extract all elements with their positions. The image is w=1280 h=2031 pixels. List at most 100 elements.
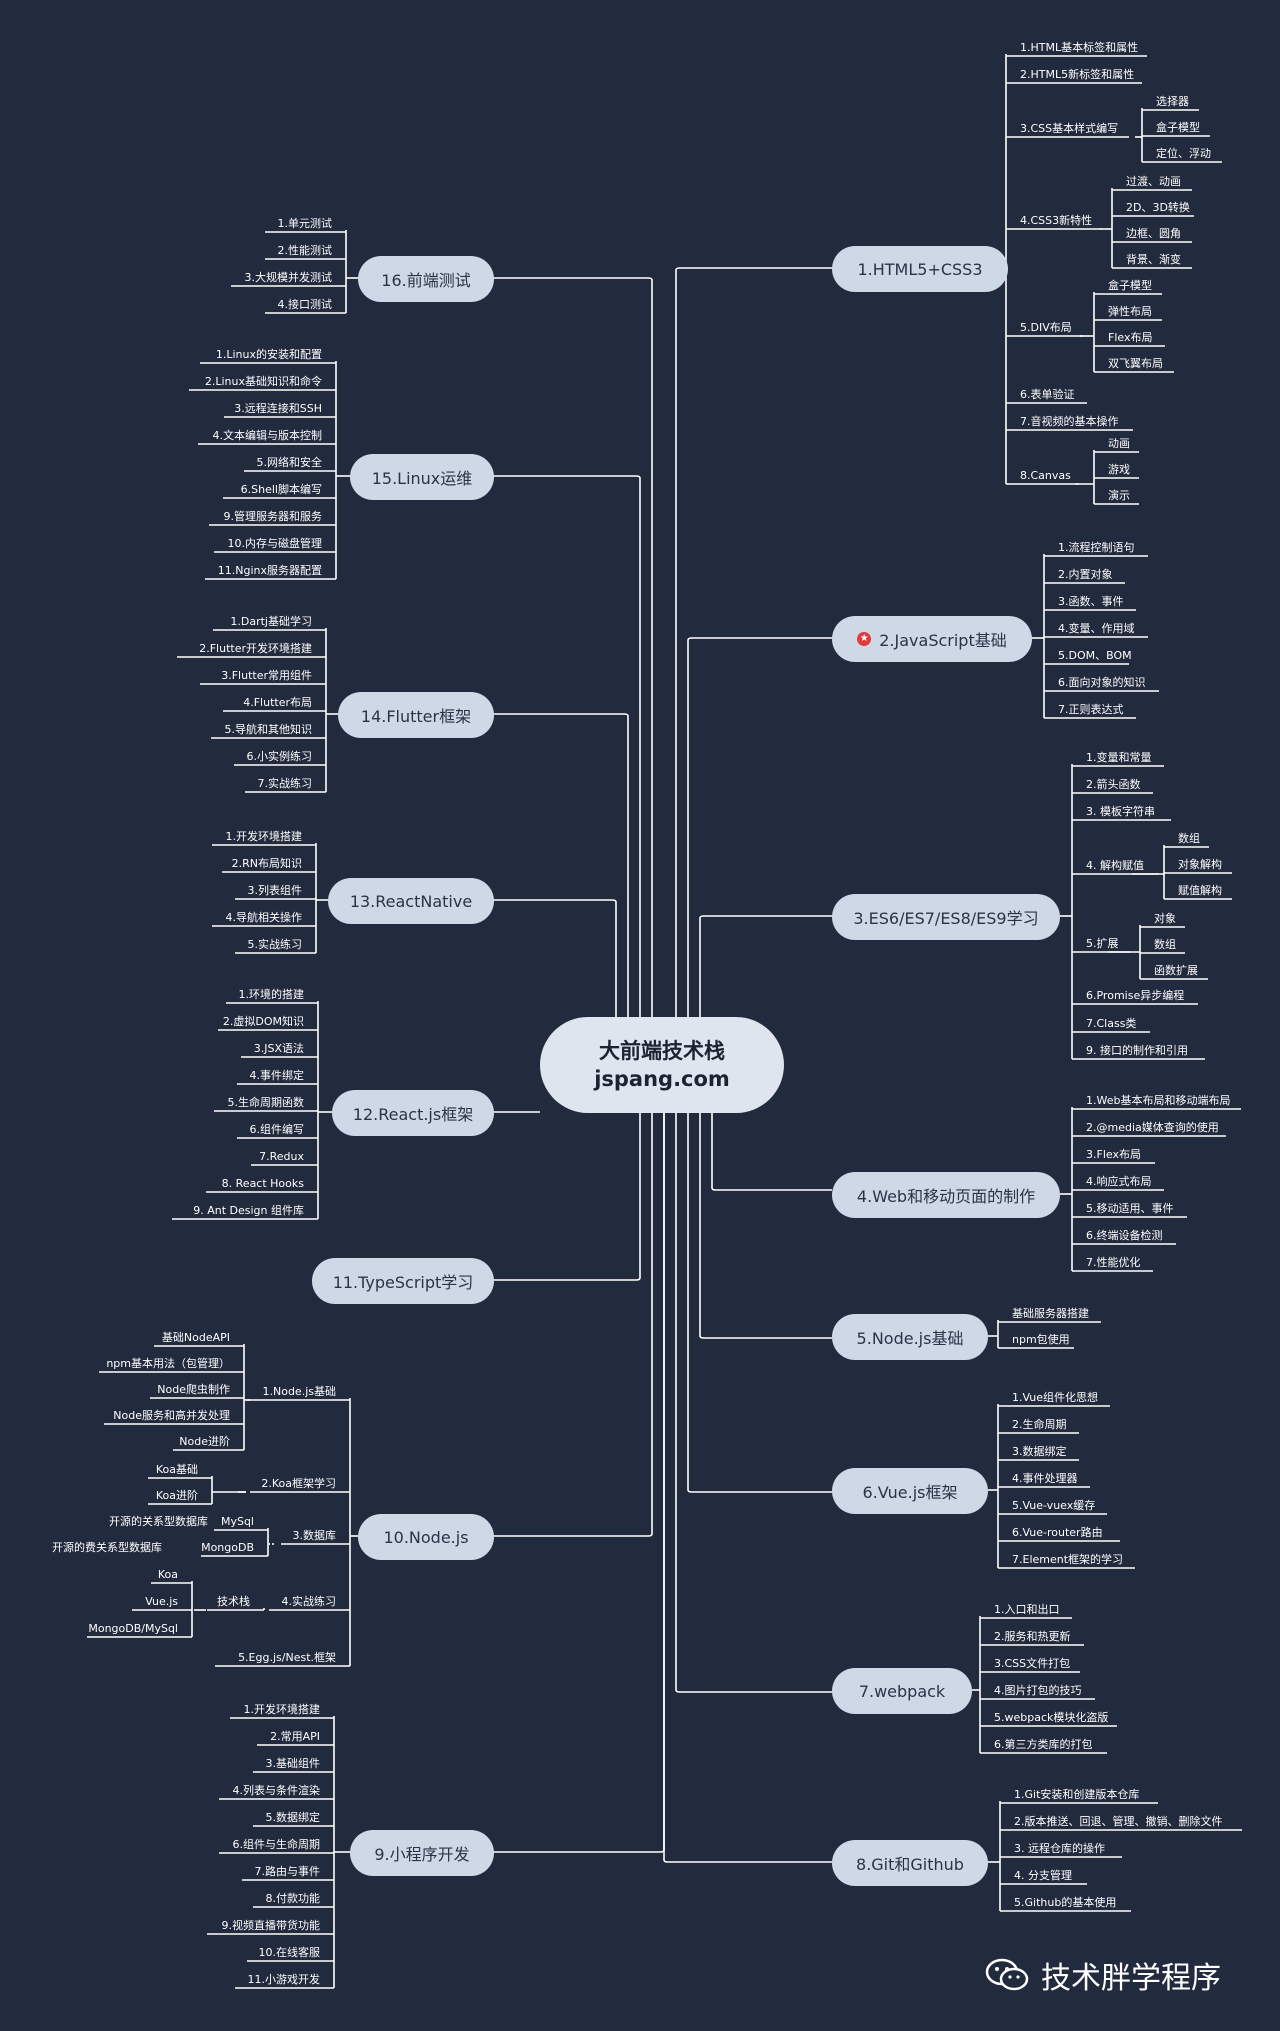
leaf-item: 7.路由与事件 [254,1865,321,1878]
leaf-item: 2.性能测试 [277,244,333,257]
connector-line [687,1113,832,1493]
leaf-item: 1.开发环境搭建 [225,830,303,843]
branch-b10: 10.Node.js [358,1514,494,1560]
leaf-item: 2.Linux基础知识和命令 [204,375,322,388]
leaf-item: Node进阶 [179,1435,230,1448]
leaf-item: 5.Egg.js/Nest.框架 [238,1651,336,1664]
leaf-item: 3.数据库 [292,1529,337,1542]
leaf-item: 10.在线客服 [258,1946,321,1959]
leaf-item: 3.远程连接和SSH [234,402,322,415]
connector-line [493,277,653,1017]
leaf-item: 7.Redux [259,1150,304,1163]
leaf-item: 过渡、动画 [1126,175,1181,188]
leaf-item: 5.实战练习 [247,938,303,951]
leaf-item: 对象 [1154,912,1176,925]
leaf-item: 3. 模板字符串 [1086,805,1155,818]
leaf-item: 2.Koa框架学习 [261,1477,336,1490]
leaf-item: 4. 解构赋值 [1086,859,1144,872]
leaf-item: 2.服务和热更新 [994,1630,1071,1643]
leaf-item: 6.Vue-router路由 [1012,1526,1103,1539]
leaf-item: Koa进阶 [155,1489,198,1502]
leaf-item: 4.列表与条件渲染 [232,1784,321,1797]
leaf-item: 5.Vue-vuex缓存 [1012,1499,1096,1512]
leaf-item: 盒子模型 [1156,121,1200,134]
leaf-item: 1.变量和常量 [1086,751,1152,764]
leaf-item: 1.Dartj基础学习 [230,615,312,628]
leaf-item: 8.付款功能 [265,1892,321,1905]
leaf-item: 开源的关系型数据库 [109,1515,208,1528]
leaf-item: 8. React Hooks [221,1177,304,1190]
branch-label: 7.webpack [858,1681,946,1701]
leaf-item: 6.Shell脚本编写 [240,483,322,496]
leaf-item: 4.变量、作用域 [1058,622,1135,635]
connector-line [493,713,629,1017]
branch-label: 5.Node.js基础 [856,1329,964,1348]
branch-b16: 16.前端测试 [358,256,494,302]
leaf-item: 演示 [1108,489,1130,502]
branch-b12: 12.React.js框架 [332,1090,494,1136]
leaf-item: 游戏 [1108,463,1130,476]
leaf-item: 开源的费关系型数据库 [52,1541,162,1554]
leaf-item: 6.第三方类库的打包 [994,1738,1093,1751]
leaf-item: 9.视频直播带货功能 [221,1919,321,1932]
connector-line [675,1113,832,1693]
connector-line [687,637,832,1017]
branch-label: 11.TypeScript学习 [332,1273,474,1292]
leaf-item: Koa基础 [155,1463,198,1476]
leaf-item: 4.事件处理器 [1012,1472,1078,1485]
leaf-item: 3.大规模并发测试 [244,271,333,284]
leaf-item: 7.实战练习 [257,777,313,790]
branch-b9: 9.小程序开发 [350,1830,494,1876]
connector-line [663,1113,832,1863]
leaf-item: 3.列表组件 [247,884,303,897]
branch-b8: 8.Git和Github [832,1840,988,1886]
connector-line [699,915,832,1017]
watermark-text: 技术胖学程序 [1041,1961,1221,1996]
leaf-item: 3.CSS基本样式编写 [1020,122,1119,135]
connector-line [493,1113,641,1281]
leaf-item: 3. 远程仓库的操作 [1014,1842,1105,1855]
leaf-item: Node爬虫制作 [157,1383,230,1396]
leaf-item: 4.CSS3新特性 [1020,214,1093,227]
leaf-item: 2.虚拟DOM知识 [222,1015,304,1028]
leaf-item: 4.导航相关操作 [225,911,303,924]
leaf-item: 数组 [1154,938,1176,951]
branch-label: 4.Web和移动页面的制作 [856,1187,1036,1206]
leaf-item: 7.Element框架的学习 [1012,1553,1124,1566]
leaf-item: 2D、3D转换 [1126,201,1190,214]
leaf-item: 9. 接口的制作和引用 [1086,1044,1188,1057]
leaf-item: 2.生命周期 [1012,1418,1067,1431]
leaf-item: MySql [220,1515,254,1528]
leaf-item: 5.数据绑定 [265,1811,321,1824]
branch-label: 14.Flutter框架 [360,707,472,726]
leaf-item: 函数扩展 [1154,964,1198,977]
leaf-item: MongoDB [201,1541,254,1554]
leaf-item: 1.Node.js基础 [262,1385,337,1398]
leaf-item: 背景、渐变 [1126,253,1181,266]
leaf-item: Flex布局 [1108,331,1153,344]
leaf-item: 5.网络和安全 [256,456,323,469]
leaf-item: 技术栈 [217,1595,250,1608]
leaf-item: 1.开发环境搭建 [243,1703,321,1716]
leaf-item: 3.JSX语法 [253,1042,304,1055]
branch-b13: 13.ReactNative [328,878,494,924]
branch-b15: 15.Linux运维 [350,454,494,500]
branch-label: 15.Linux运维 [371,469,473,488]
leaf-item: 6.组件与生命周期 [232,1838,321,1851]
leaf-item: 7.音视频的基本操作 [1020,415,1119,428]
leaf-item: 4.事件绑定 [249,1069,305,1082]
leaf-item: 1.Web基本布局和移动端布局 [1086,1094,1231,1107]
leaf-item: 3.函数、事件 [1058,595,1124,608]
leaf-item: 2.HTML5新标签和属性 [1020,68,1135,81]
leaf-item: 2.版本推送、回退、管理、撤销、删除文件 [1014,1815,1223,1828]
leaf-item: 1.Git安装和创建版本仓库 [1014,1788,1140,1801]
leaf-item: 5.Github的基本使用 [1014,1896,1117,1909]
leaf-item: 1.单元测试 [277,217,333,230]
leaf-item: 5.生命周期函数 [227,1096,305,1109]
leaf-item: 4.Flutter布局 [243,696,312,709]
branch-b2: ★2.JavaScript基础 [832,616,1032,662]
leaf-item: 1.入口和出口 [994,1603,1060,1616]
connector-line [711,1113,832,1191]
wechat-icon [985,1958,1029,1991]
